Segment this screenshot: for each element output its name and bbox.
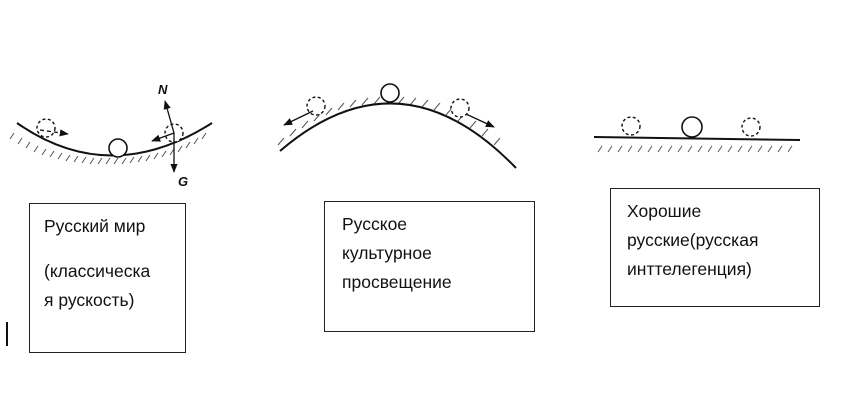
caption-line: я рускость) (44, 289, 135, 310)
caption-line: Русский мир (44, 216, 146, 236)
arrow-slope-force (151, 132, 175, 142)
flat-hatching (597, 145, 793, 153)
caption-line: (классическа (44, 260, 151, 281)
flat-diagram (593, 116, 801, 153)
hill-hatching (277, 96, 501, 146)
text-cursor (6, 322, 8, 346)
caption-line: русские(русская (627, 229, 759, 250)
caption-box-cultural-enlightenment: Русское культурное просвещение (324, 201, 535, 332)
ball-dashed-left (36, 118, 56, 138)
ball-solid-bottom (108, 138, 128, 158)
caption-line: инттелегенция) (627, 258, 752, 279)
ball-dashed-left-hill (306, 96, 326, 116)
caption-box-good-russians: Хорошие русские(русская инттелегенция) (610, 188, 820, 307)
valley-diagram: N G (9, 82, 213, 189)
label-normal: N (158, 82, 168, 97)
caption-line: Русское (342, 214, 408, 234)
ball-dashed-right-hill (450, 98, 470, 118)
label-gravity: G (178, 174, 188, 189)
caption-line: культурное (342, 242, 432, 263)
valley-hatching (9, 132, 207, 165)
arrow-left-down (283, 110, 314, 126)
ball-dashed-right-flat (741, 117, 761, 137)
ball-dashed-left-flat (621, 116, 641, 136)
arrow-right-down (465, 113, 495, 128)
caption-line: просвещение (342, 271, 452, 292)
ball-solid-middle (681, 116, 703, 138)
arrow-left-ball (39, 129, 69, 137)
hill-curve (279, 102, 517, 169)
flat-line (593, 136, 801, 141)
caption-line: Хорошие (627, 201, 702, 221)
caption-box-russian-world: Русский мир (классическа я рускость) (29, 203, 186, 353)
ball-solid-top (380, 83, 400, 103)
hill-diagram (277, 83, 517, 169)
arrow-normal-force (163, 100, 175, 134)
